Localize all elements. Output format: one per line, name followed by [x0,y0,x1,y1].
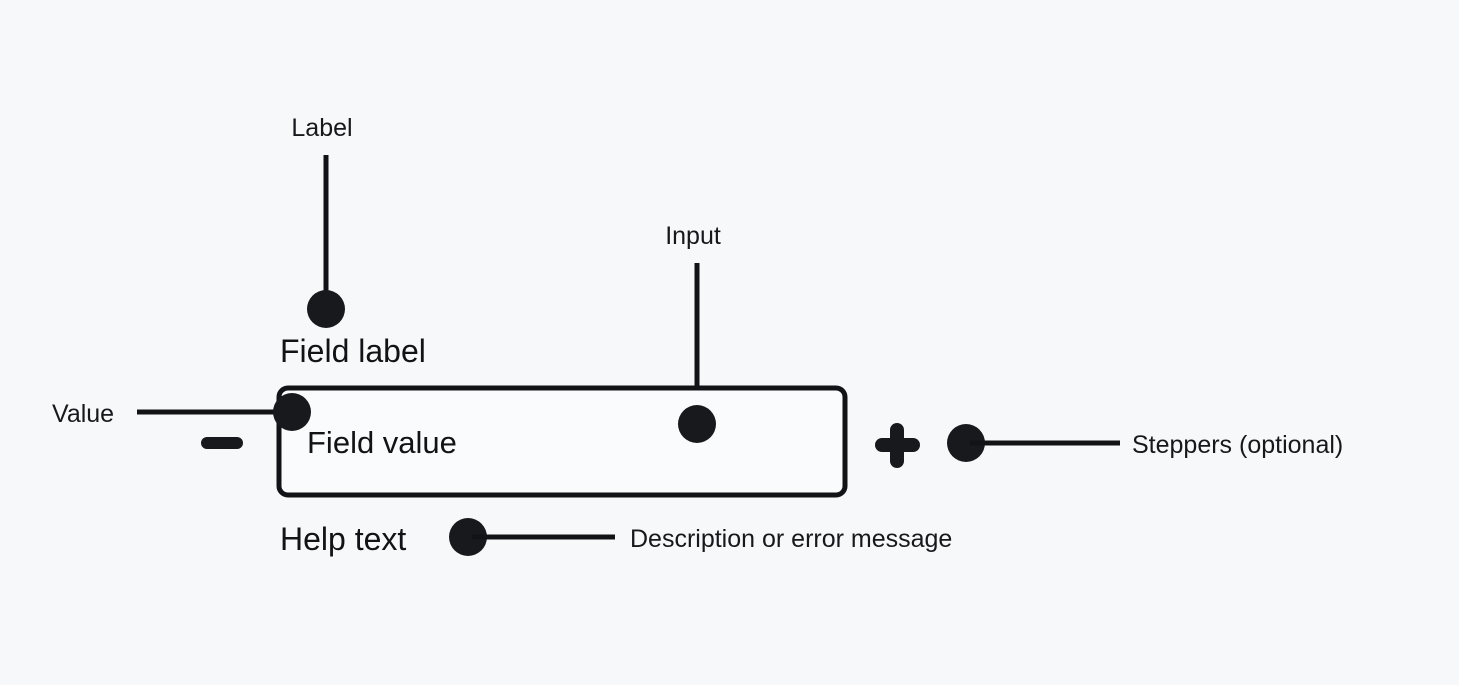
field-value-text: Field value [307,425,457,460]
plus-icon[interactable] [875,423,920,468]
annotation-label-text: Label [291,114,352,142]
callout-dot-input [678,405,716,443]
callout-dot-value [273,393,311,431]
annotation-input-text: Input [665,222,721,250]
annotation-value-text: Value [52,400,114,428]
field-label-text: Field label [280,333,426,369]
annotation-steppers-text: Steppers (optional) [1132,431,1343,459]
callout-dot-label [307,290,345,328]
help-text-label: Help text [280,521,406,557]
minus-icon[interactable] [201,437,243,449]
callout-dot-steppers [947,424,985,462]
callout-dot-help [449,518,487,556]
annotation-help-description-text: Description or error message [630,525,952,553]
